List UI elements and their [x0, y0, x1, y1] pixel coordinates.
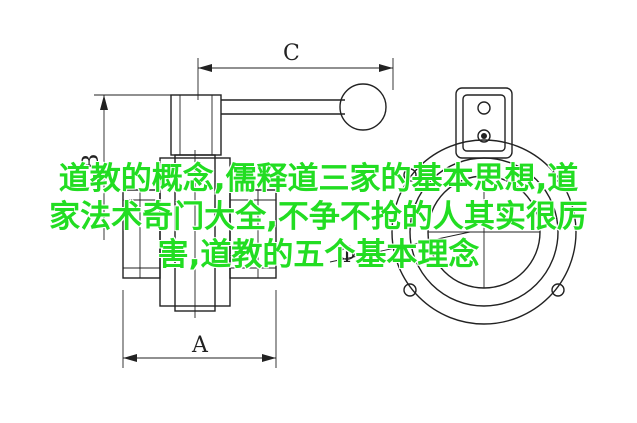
overlay-caption: 道教的概念,儒释道三家的基本思想,道 家法术奇门大全,不争不抢的人其实很厉 害,…: [0, 160, 637, 274]
dimension-b-label: B: [79, 154, 104, 170]
dimension-c: C: [197, 41, 394, 100]
valve-front-view: Φ: [329, 87, 577, 325]
overlay-line-3: 害,道教的五个基本理念: [157, 237, 480, 273]
dimension-b: B: [79, 94, 178, 240]
overlay-line-1: 道教的概念,儒释道三家的基本思想,道: [58, 161, 579, 197]
dimension-a: A: [122, 290, 277, 368]
diameter-symbol: Φ: [338, 243, 356, 268]
valve-side-view: [122, 83, 387, 318]
overlay-line-2: 家法术奇门大全,不争不抢的人其实很厉: [49, 199, 588, 235]
dimension-c-label: C: [283, 41, 300, 66]
dimension-a-label: A: [191, 333, 209, 358]
